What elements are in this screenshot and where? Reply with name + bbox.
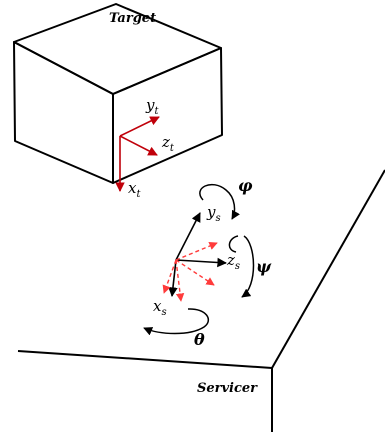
theta-rotation-arrow (143, 308, 209, 336)
rotated-axis-3 (175, 259, 185, 302)
servicer-label: Servicer (197, 381, 258, 396)
target-y-label: yt (145, 96, 159, 117)
servicer-z-label: zs (226, 251, 240, 272)
phi-label: φ (238, 176, 253, 195)
theta-label: θ (194, 330, 205, 349)
servicer-axes (168, 212, 227, 297)
servicer-y-axis (175, 212, 201, 261)
servicer-plane (17, 169, 385, 432)
phi-rotation-arrow (199, 183, 240, 220)
rotated-axes (162, 242, 218, 302)
cube-side-face (112, 47, 223, 184)
servicer-y-label: ys (206, 203, 221, 224)
rotated-axis-2 (175, 259, 215, 286)
psi-rotation-arrow (228, 235, 255, 297)
servicer-x-axis (168, 259, 178, 297)
cube-front-face (13, 41, 114, 184)
servicer-x-label: xs (153, 297, 167, 318)
target-cube (13, 3, 223, 184)
psi-label: ψ (256, 257, 272, 276)
rotated-axis-4 (162, 259, 177, 294)
plane-back-edge (271, 169, 385, 369)
rotation-arrows (143, 183, 255, 336)
target-z-label: zt (161, 133, 175, 154)
servicer-z-axis (175, 257, 227, 268)
plane-front-edge (17, 350, 273, 369)
target-z-axis (119, 135, 158, 156)
target-y-axis (119, 116, 160, 137)
target-x-label: xt (128, 179, 141, 200)
target-label: Target (109, 11, 156, 26)
rotated-axis-1 (175, 242, 218, 261)
target-axes (115, 116, 160, 192)
